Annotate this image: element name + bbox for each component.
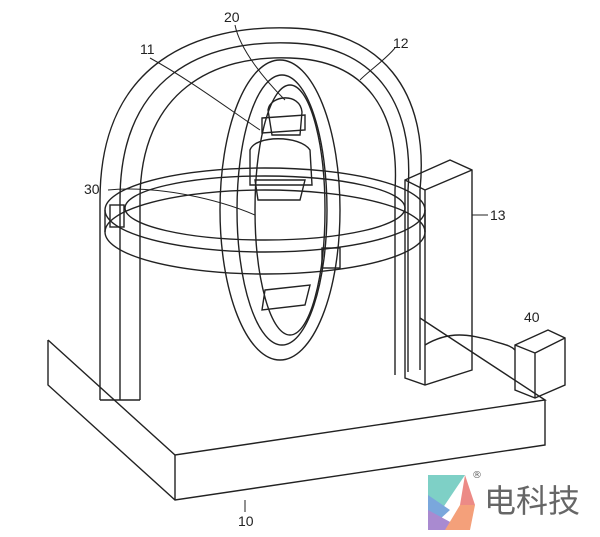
label-10: 10 — [238, 513, 254, 529]
leader-lines — [107, 24, 488, 512]
label-12: 12 — [393, 35, 409, 51]
horizontal-ring — [104, 167, 426, 275]
label-13: 13 — [490, 207, 506, 223]
user-figure — [249, 97, 313, 311]
label-40: 40 — [524, 309, 540, 325]
label-20: 20 — [224, 9, 240, 25]
vertical-ring — [219, 59, 341, 361]
watermark-logo — [428, 475, 475, 530]
controller-box — [424, 329, 566, 399]
arch-frame — [99, 27, 422, 401]
label-11: 11 — [140, 41, 155, 57]
registered-mark: ® — [472, 470, 482, 481]
watermark-text: 电科技 — [484, 482, 581, 520]
tower — [404, 159, 473, 386]
base-platform — [47, 317, 547, 501]
label-30: 30 — [84, 181, 100, 197]
